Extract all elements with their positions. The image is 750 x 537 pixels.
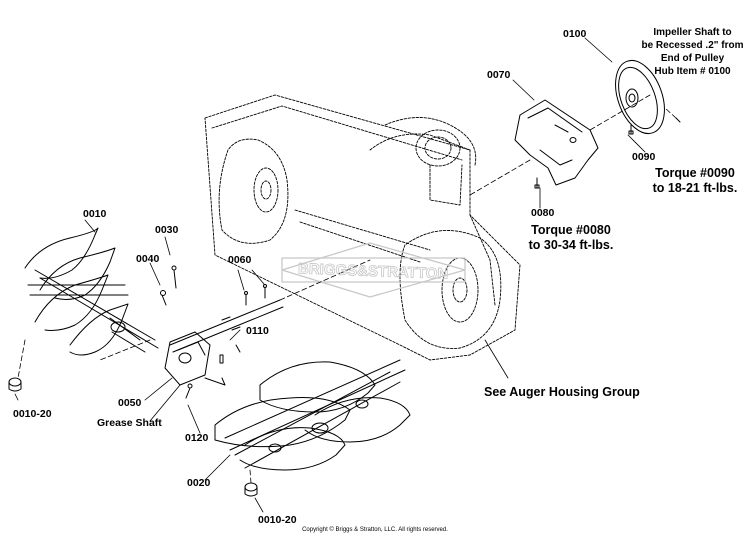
note-torque-0090: Torque #0090 to 18-21 ft-lbs. [650,166,740,196]
note-line: Torque #0080 [531,223,611,237]
label-0120: 0120 [185,432,209,444]
assembly-axis-lines [17,94,677,484]
grease-fitting-0010-20-bottom [244,482,258,497]
key-0110 [235,344,241,353]
label-0030: 0030 [155,224,179,236]
label-0110: 0110 [246,325,269,337]
note-line: Impeller Shaft to [653,27,732,38]
copyright-notice: Copyright © Briggs & Stratton, LLC. All … [302,527,448,533]
shear-pin-0030 [171,265,177,289]
bolt-0060 [244,284,267,306]
bolt-0090 [628,117,681,135]
label-0010-20-bottom: 0010-20 [258,514,297,526]
cotter-pin-0040 [160,290,167,306]
auger-housing [204,94,521,361]
label-0090: 0090 [632,151,656,163]
note-line: to 30-34 ft-lbs. [528,238,614,252]
note-line: be Recessed .2" from [641,40,744,51]
bolt-0080 [534,177,540,189]
note-line: Hub Item # 0100 [654,66,731,77]
label-0060: 0060 [228,254,252,266]
label-0020: 0020 [187,477,211,489]
watermark-text: BRIGGS&STRATTON [298,260,449,282]
label-0010-20-left: 0010-20 [13,408,52,420]
note-torque-0080: Torque #0080 to 30-34 ft-lbs. [526,223,616,253]
label-0050: 0050 [118,397,142,409]
label-0040: 0040 [136,253,160,265]
note-line: to 18-21 ft-lbs. [652,181,738,195]
note-impeller-shaft: Impeller Shaft to be Recessed .2" from E… [640,26,745,78]
label-0070: 0070 [487,69,511,81]
leader-lines [14,37,646,513]
watermark-logo [281,242,466,298]
impeller-pulley [615,60,665,134]
auger-spiral-right [214,359,411,471]
grease-fitting-0120 [185,383,193,399]
label-grease-shaft: Grease Shaft [97,417,162,429]
label-0010: 0010 [83,208,107,220]
gearbox [164,331,226,386]
auger-spiral-left [24,227,159,356]
label-0100: 0100 [563,28,587,40]
note-line: Torque #0090 [655,166,735,180]
grease-fitting-0010-20-left [8,377,22,392]
note-auger-housing-group: See Auger Housing Group [484,385,640,399]
note-line: End of Pulley [660,53,725,64]
mounting-bracket [514,99,599,186]
label-0080: 0080 [531,207,555,219]
